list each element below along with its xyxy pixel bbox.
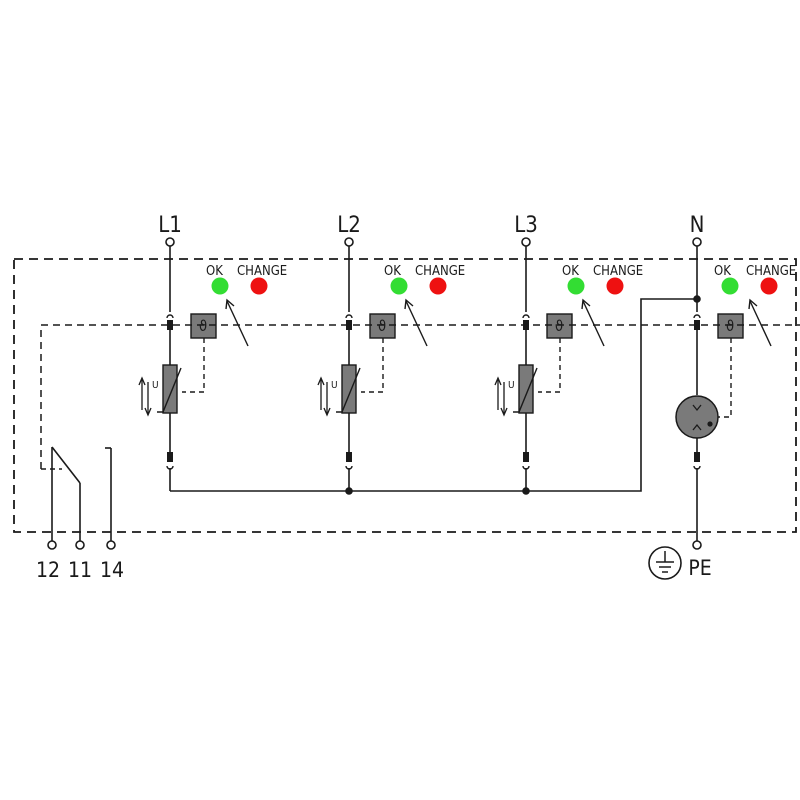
enclosure-outline xyxy=(13,258,797,533)
line-label-l1: L1 xyxy=(158,213,182,238)
change-label-l3: CHANGE xyxy=(593,264,643,279)
module-l2-texts: OK CHANGE ϑ U xyxy=(331,264,465,391)
terminal-14: 14 xyxy=(100,558,124,582)
gas-discharge-tube xyxy=(675,395,719,439)
module-l3-texts: OK CHANGE ϑ U xyxy=(508,264,643,391)
pe-label: PE xyxy=(688,556,711,580)
ground-icon xyxy=(648,546,682,580)
change-label-n: CHANGE xyxy=(746,264,796,279)
terminal-11: 11 xyxy=(68,558,92,582)
module-n: OK CHANGE ϑ xyxy=(675,237,796,550)
line-label-l2: L2 xyxy=(337,213,361,238)
ok-label-l1: OK xyxy=(206,264,223,279)
ok-label-l2: OK xyxy=(384,264,401,279)
line-label-n: N xyxy=(690,213,705,238)
thermal-symbol-l2: ϑ xyxy=(378,317,386,335)
thermal-symbol-l3: ϑ xyxy=(555,317,563,335)
relay-contact xyxy=(47,446,116,550)
junction-l3 xyxy=(522,487,530,495)
junction-l2 xyxy=(345,487,353,495)
change-label-l2: CHANGE xyxy=(415,264,465,279)
terminal-12: 12 xyxy=(36,558,60,582)
ok-label-l3: OK xyxy=(562,264,579,279)
varistor-label-l1: U xyxy=(152,380,159,391)
mechanical-linkage xyxy=(40,324,800,469)
thermal-symbol-n: ϑ xyxy=(726,317,734,335)
varistor-label-l3: U xyxy=(508,380,515,391)
varistor-label-l2: U xyxy=(331,380,338,391)
ok-label-n: OK xyxy=(714,264,731,279)
common-bus xyxy=(170,298,697,492)
line-label-l3: L3 xyxy=(514,213,538,238)
change-label-l1: CHANGE xyxy=(237,264,287,279)
module-l1-texts: OK CHANGE ϑ U xyxy=(152,264,287,391)
thermal-symbol-l1: ϑ xyxy=(199,317,207,335)
